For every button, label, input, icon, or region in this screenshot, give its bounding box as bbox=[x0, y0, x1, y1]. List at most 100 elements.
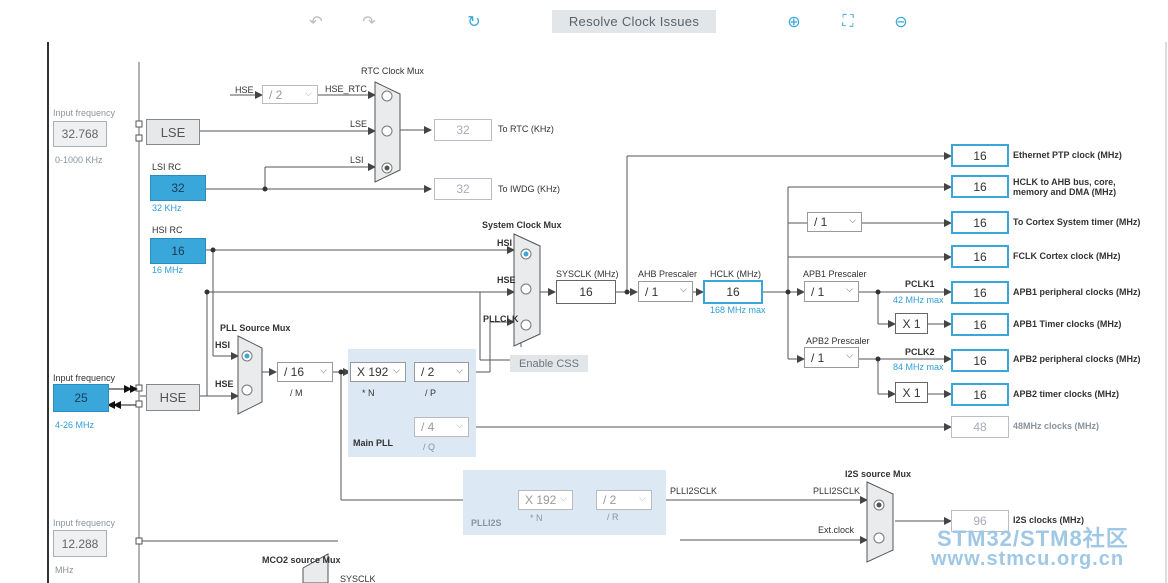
resolve-clock-issues-button[interactable]: Resolve Clock Issues bbox=[552, 10, 716, 33]
pclk1-label: PCLK1 bbox=[905, 279, 935, 289]
apb1-peripheral-value[interactable]: 16 bbox=[951, 281, 1009, 304]
pclk1-max: 42 MHz max bbox=[893, 295, 944, 305]
pll-p-divider[interactable]: / 2 ⌵ bbox=[414, 362, 469, 382]
hclk-label: HCLK (MHz) bbox=[710, 269, 761, 279]
watermark-line2: www.stmcu.org.cn bbox=[931, 548, 1125, 570]
rtc-lsi-label: LSI bbox=[350, 155, 364, 165]
hclk-ahb-value[interactable]: 16 bbox=[951, 175, 1009, 198]
i2s-source-mux-label: I2S source Mux bbox=[845, 469, 912, 479]
enable-css-button[interactable]: Enable CSS bbox=[510, 355, 588, 372]
hse-range: 4-26 MHz bbox=[55, 420, 95, 430]
undo-icon[interactable]: ↶ bbox=[309, 11, 323, 31]
pllsrc-hsi-label: HSI bbox=[215, 340, 231, 350]
apb2-prescaler-value: / 1 bbox=[811, 350, 825, 365]
lsirc-label: LSI RC bbox=[152, 162, 182, 172]
rtc-hse-rtc-label: HSE_RTC bbox=[325, 84, 367, 94]
iwdg-output-label: To IWDG (KHz) bbox=[498, 184, 560, 194]
pll-p-value: / 2 bbox=[421, 365, 435, 379]
ahb-prescaler-value: / 1 bbox=[645, 284, 659, 299]
ahb-prescaler[interactable]: / 1⌵ bbox=[638, 281, 693, 302]
plli2s-n-value: X 192 bbox=[525, 493, 557, 507]
pll-q-label: / Q bbox=[423, 442, 436, 452]
cortex-timer-divider-value: / 1 bbox=[814, 215, 828, 229]
apb1-prescaler[interactable]: / 1⌵ bbox=[804, 281, 859, 302]
apb2-peripheral-value[interactable]: 16 bbox=[951, 349, 1009, 372]
pll-n-value: X 192 bbox=[357, 365, 389, 379]
cortex-timer-value[interactable]: 16 bbox=[951, 211, 1009, 234]
chevron-down-icon: ⌵ bbox=[393, 365, 400, 375]
fit-screen-icon[interactable]: ⛶ bbox=[842, 11, 854, 30]
hclk-ahb-label: HCLK to AHB bus, core, bbox=[1013, 177, 1116, 187]
mco2-sysclk-label: SYSCLK bbox=[340, 574, 376, 583]
apb2-timer-multiplier: X 1 bbox=[895, 382, 928, 403]
plli2s-r-divider[interactable]: / 2 ⌵ bbox=[596, 490, 652, 510]
clk48-label: 48MHz clocks (MHz) bbox=[1013, 421, 1100, 431]
ethernet-ptp-value[interactable]: 16 bbox=[951, 144, 1009, 167]
ethernet-ptp-label: Ethernet PTP clock (MHz) bbox=[1013, 150, 1122, 160]
lse-oscillator[interactable]: LSE bbox=[146, 119, 200, 145]
apb1-peripheral-label: APB1 peripheral clocks (MHz) bbox=[1013, 287, 1141, 297]
apb1-timer-label: APB1 Timer clocks (MHz) bbox=[1013, 319, 1122, 329]
rtc-hse-divider[interactable]: / 2⌵ bbox=[262, 85, 318, 104]
hse-oscillator[interactable]: HSE bbox=[146, 384, 200, 411]
sysmux-pllclk-label: PLLCLK bbox=[483, 314, 519, 324]
ahb-prescaler-label: AHB Prescaler bbox=[638, 269, 698, 279]
apb2-prescaler[interactable]: / 1⌵ bbox=[804, 347, 859, 368]
plli2s-n-label: * N bbox=[530, 513, 543, 523]
lsirc-value: 32 bbox=[150, 175, 206, 201]
sysmux-hse-label: HSE bbox=[497, 275, 516, 285]
pclk2-label: PCLK2 bbox=[905, 347, 935, 357]
i2s-input-freq-label: Input frequency bbox=[53, 518, 116, 528]
plli2s-label: PLLI2S bbox=[471, 518, 502, 528]
i2s-unit: MHz bbox=[55, 565, 74, 575]
hclk-ahb-label-line2: memory and DMA (MHz) bbox=[1013, 187, 1117, 197]
apb2-timer-value[interactable]: 16 bbox=[951, 383, 1009, 406]
redo-icon[interactable]: ↷ bbox=[362, 11, 376, 31]
fclk-value[interactable]: 16 bbox=[951, 245, 1009, 268]
apb2-prescaler-label: APB2 Prescaler bbox=[806, 336, 870, 346]
pll-m-value: / 16 bbox=[284, 365, 305, 379]
pll-m-label: / M bbox=[290, 388, 303, 398]
chevron-down-icon: ⌵ bbox=[639, 493, 646, 503]
hclk-max: 168 MHz max bbox=[710, 305, 766, 315]
apb1-timer-value[interactable]: 16 bbox=[951, 313, 1009, 336]
chevron-down-icon: ⌵ bbox=[320, 365, 327, 375]
pllsrc-hse-label: HSE bbox=[215, 379, 234, 389]
plli2s-r-value: / 2 bbox=[603, 493, 617, 507]
pll-m-divider[interactable]: / 16 ⌵ bbox=[277, 362, 333, 382]
hse-input-freq[interactable]: 25 bbox=[53, 384, 109, 412]
fclk-label: FCLK Cortex clock (MHz) bbox=[1013, 251, 1121, 261]
pclk2-max: 84 MHz max bbox=[893, 362, 944, 372]
chevron-down-icon: ⌵ bbox=[456, 365, 463, 375]
pll-p-label: / P bbox=[425, 388, 437, 398]
mco2-mux-label: MCO2 source Mux bbox=[262, 555, 341, 565]
lsirc-unit: 32 KHz bbox=[152, 203, 182, 213]
rtc-hse-divider-value: / 2 bbox=[269, 87, 283, 102]
pll-q-divider[interactable]: / 4⌵ bbox=[414, 417, 469, 437]
toolbar: ↶ ↷ ↻ Resolve Clock Issues ⊕ ⛶ ⊖ bbox=[0, 0, 1168, 42]
zoom-out-icon[interactable]: ⊖ bbox=[894, 11, 908, 31]
clock-diagram: Input frequency 32.768 0-1000 KHz LSE LS… bbox=[0, 42, 1168, 583]
main-pll-label: Main PLL bbox=[353, 438, 393, 448]
iwdg-output-value: 32 bbox=[434, 178, 492, 200]
chevron-down-icon: ⌵ bbox=[560, 493, 567, 503]
zoom-in-icon[interactable]: ⊕ bbox=[787, 11, 801, 31]
hclk-value[interactable]: 16 bbox=[703, 280, 763, 304]
lse-input-freq[interactable]: 32.768 bbox=[53, 121, 107, 147]
i2s-output-label: I2S clocks (MHz) bbox=[1013, 515, 1085, 525]
i2s-mux-in1-label: PLLI2SCLK bbox=[813, 486, 861, 496]
chevron-down-icon: ⌵ bbox=[846, 284, 853, 294]
i2s-input-freq[interactable]: 12.288 bbox=[53, 530, 107, 557]
hsirc-value: 16 bbox=[150, 238, 206, 264]
pll-n-label: * N bbox=[362, 388, 375, 398]
sysclk-label: SYSCLK (MHz) bbox=[556, 269, 619, 279]
clk48-value: 48 bbox=[951, 416, 1009, 438]
sysclk-value[interactable]: 16 bbox=[556, 280, 616, 304]
refresh-icon[interactable]: ↻ bbox=[467, 11, 481, 31]
cortex-timer-divider[interactable]: / 1⌵ bbox=[807, 212, 862, 232]
hse-input-freq-label: Input frequency bbox=[53, 373, 116, 383]
chevron-down-icon: ⌵ bbox=[456, 420, 463, 430]
pll-n-multiplier[interactable]: X 192 ⌵ bbox=[350, 362, 406, 382]
plli2s-n-multiplier[interactable]: X 192⌵ bbox=[518, 490, 573, 510]
cortex-timer-label: To Cortex System timer (MHz) bbox=[1013, 217, 1141, 227]
